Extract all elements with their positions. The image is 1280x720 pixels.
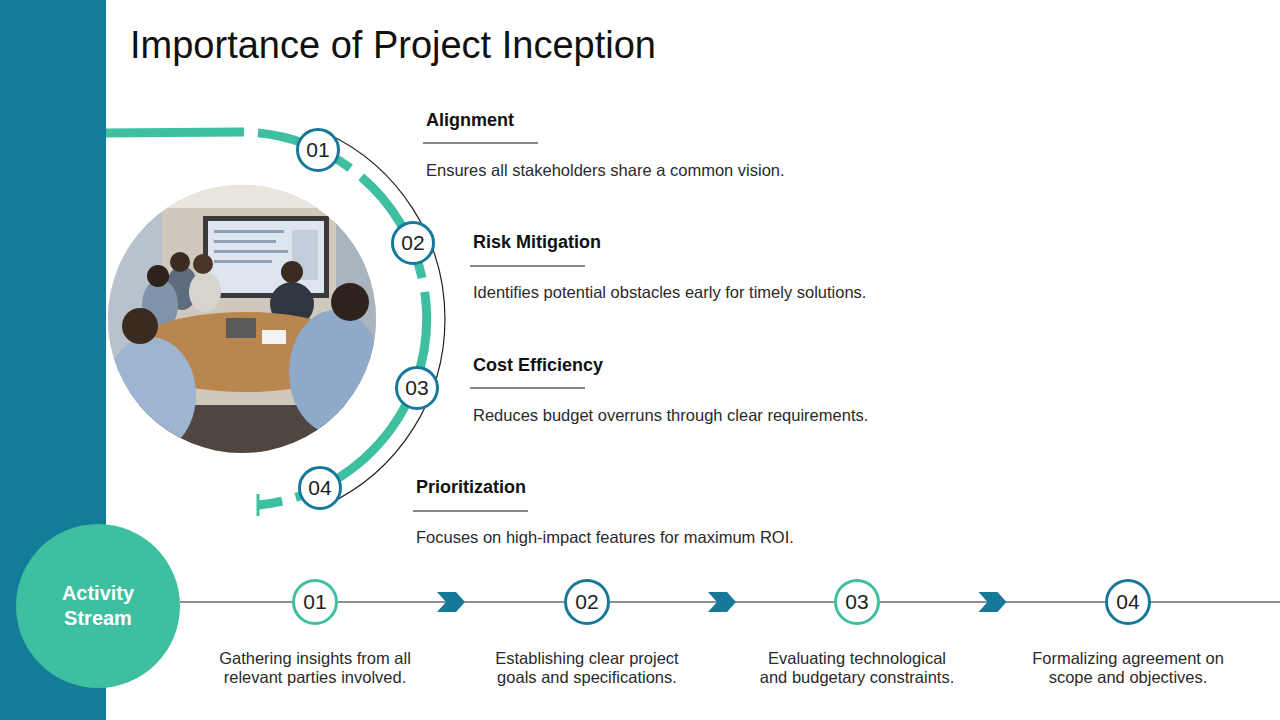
benefit-text: Identifies potential obstacles early for… [473,282,866,302]
photo-screen-line [214,260,272,263]
step-number: 04 [298,466,342,510]
connector-line [180,601,292,602]
step-caption: Formalizing agreement on scope and objec… [1021,649,1236,687]
step-number: 01 [296,128,340,172]
benefit-heading: Risk Mitigation [473,231,601,253]
photo-screen-frame [203,216,329,298]
step-caption: Evaluating technological and budgetary c… [756,649,958,687]
step-number: 02 [391,221,435,265]
photo-head [122,308,158,344]
accent-arc [106,132,427,505]
photo-screen-line [214,250,288,253]
step-circle: 03Cost EfficiencyReduces budget overruns… [395,366,439,410]
photo-screen [208,221,324,293]
heading-underline [423,142,538,143]
step-circle: 02Establishing clear project goals and s… [564,579,610,625]
photo-screen-line [214,230,284,233]
stream-label: Activity Stream [38,581,158,631]
photo-person [289,310,381,434]
timeline-tail [1150,601,1280,602]
flow-chevron [979,592,1007,612]
step-caption: Gathering insights from all relevant par… [208,649,423,687]
photo-head [331,283,369,321]
photo-person [104,337,196,453]
slide-title: Importance of Project Inception [130,20,656,70]
flow-chevron [437,592,465,612]
heading-underline [470,387,585,388]
step-circle: 01AlignmentEnsures all stakeholders shar… [296,128,340,172]
photo-floor [100,405,390,465]
photo-paper [262,330,286,344]
meeting-photo [100,180,396,465]
photo-ceiling [100,180,390,208]
step-number: 03 [834,579,880,625]
photo-laptop [226,318,256,338]
benefit-heading: Prioritization [416,476,526,498]
photo-head [170,252,190,272]
step-circle: 01Gathering insights from all relevant p… [292,579,338,625]
stream-label-box: Activity Stream [16,524,180,688]
flow-connector [338,592,564,612]
step-circle: 04Formalizing agreement on scope and obj… [1105,579,1151,625]
heading-underline [470,265,585,266]
step-circle: 02Risk MitigationIdentifies potential ob… [391,221,435,265]
benefit-heading: Alignment [426,109,514,131]
step-circle: 04PrioritizationFocuses on high-impact f… [298,466,342,510]
photo-person [189,272,221,312]
step-caption: Establishing clear project goals and spe… [480,649,695,687]
arc-end-tick [257,494,260,516]
step-number: 03 [395,366,439,410]
photo-screen-line [214,240,276,243]
flow-connector [880,592,1105,612]
flow-chevron [708,592,736,612]
benefit-text: Focuses on high-impact features for maxi… [416,527,794,547]
photo-head [193,254,213,274]
stream-circle: Activity Stream [16,524,180,688]
flow-connector [180,602,292,603]
step-number: 02 [564,579,610,625]
flow-connector [610,592,834,612]
heading-underline [413,510,528,511]
step-number: 04 [1105,579,1151,625]
benefit-heading: Cost Efficiency [473,354,603,376]
benefit-text: Reduces budget overruns through clear re… [473,405,868,425]
circle-shape [16,524,180,688]
step-number: 01 [292,579,338,625]
circle-outline [16,524,180,688]
photo-head [147,265,169,287]
photo-head [281,261,303,283]
benefit-text: Ensures all stakeholders share a common … [426,160,785,180]
step-circle: 03Evaluating technological and budgetary… [834,579,880,625]
